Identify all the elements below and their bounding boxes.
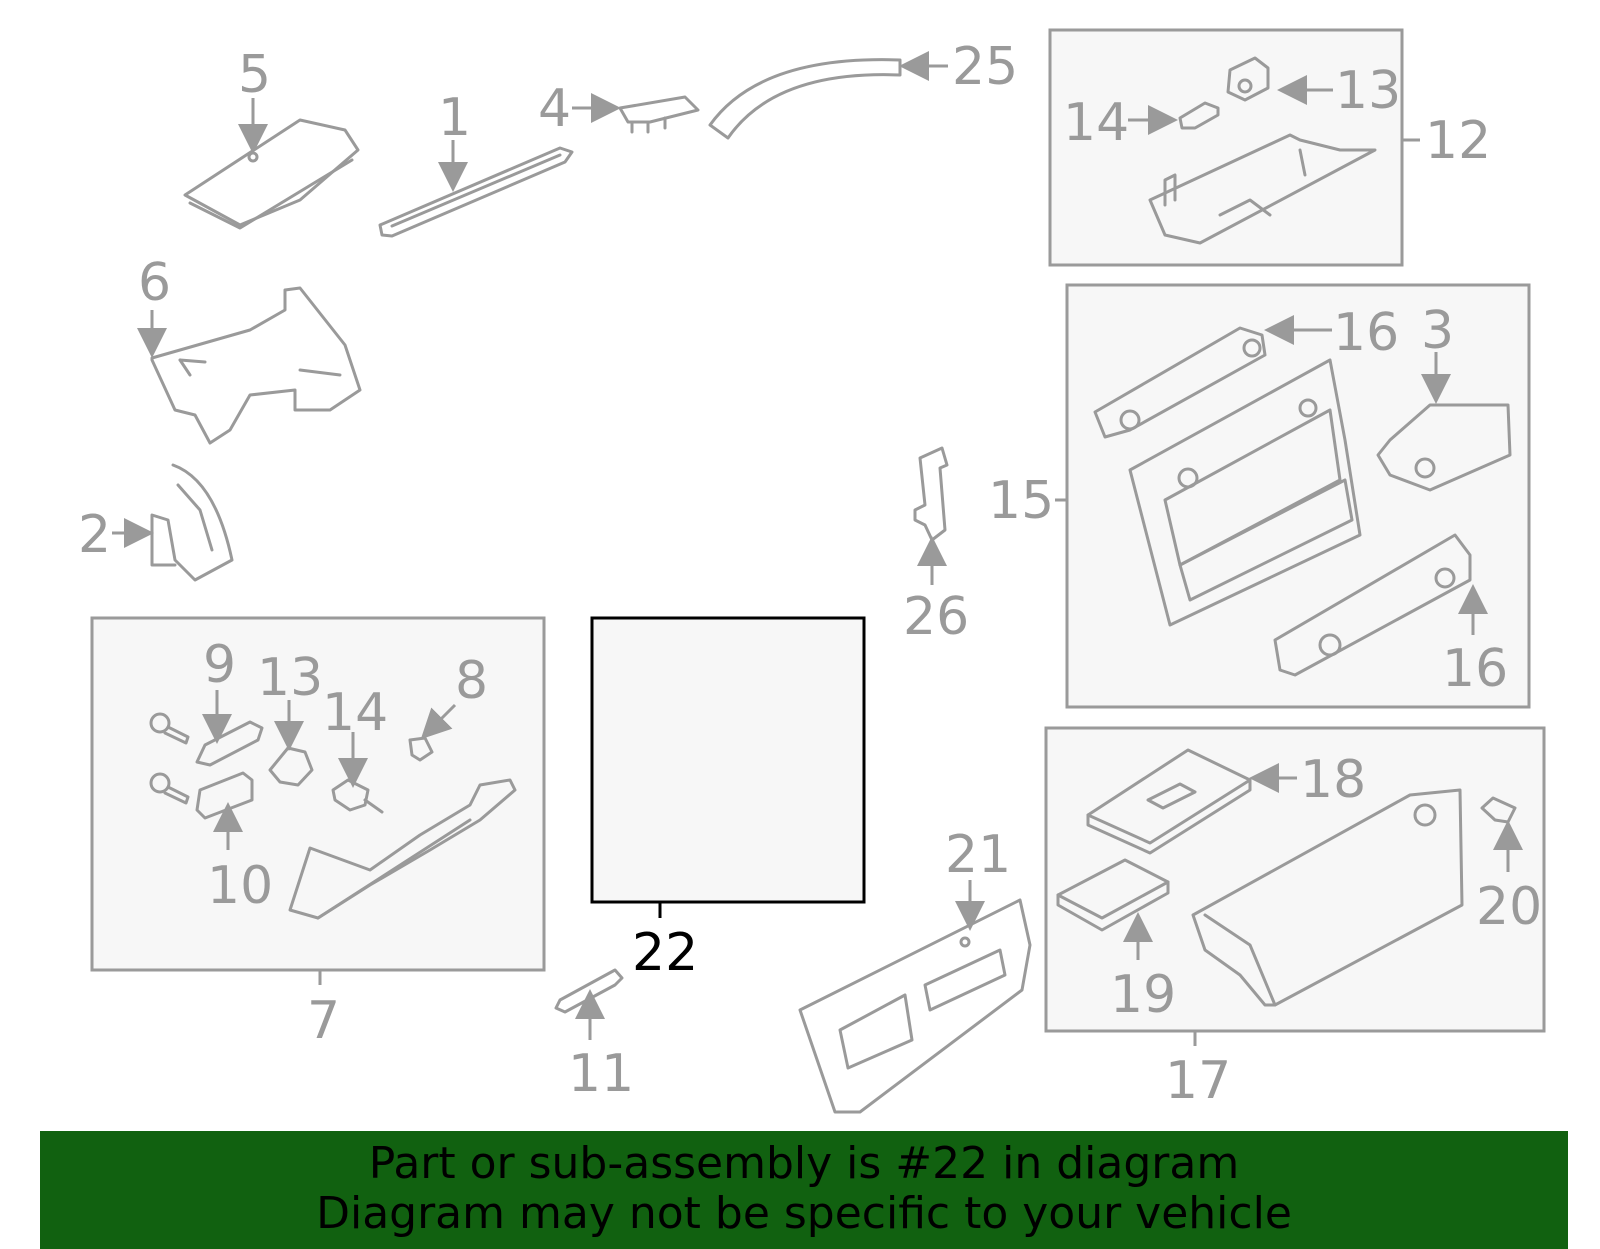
group-box-15: [1065, 283, 1531, 709]
part-7-screws: [149, 712, 190, 805]
part-13-switch: [1226, 56, 1270, 102]
callout-9: 9: [203, 635, 236, 695]
part-26-bracket: [913, 446, 949, 542]
part-21-console-panel: [798, 898, 1032, 1114]
callout-16-upper: 16: [1333, 303, 1399, 363]
callout-1: 1: [438, 88, 471, 148]
part-6-panel: [150, 286, 362, 445]
callout-14-upper: 14: [1063, 93, 1129, 153]
callout-5: 5: [238, 45, 271, 105]
part-4-clip: [618, 95, 700, 134]
part-22-box: [590, 616, 866, 904]
callout-6: 6: [138, 253, 171, 313]
callout-4: 4: [538, 79, 571, 139]
part-11-clip: [554, 968, 624, 1014]
part-3-vent: [1376, 403, 1512, 492]
callout-25: 25: [952, 37, 1018, 97]
part-25-arc-trim: [708, 58, 902, 140]
part-9-clip: [195, 720, 264, 767]
footer-line-1: Part or sub-assembly is #22 in diagram: [368, 1138, 1240, 1189]
part-7-glovebox: [288, 778, 517, 920]
callout-18: 18: [1300, 750, 1366, 810]
callout-10: 10: [207, 856, 273, 916]
callout-19: 19: [1110, 965, 1176, 1025]
part-12-bezel: [1148, 133, 1377, 245]
group-box-12: [1048, 28, 1404, 267]
footer-banner: Part or sub-assembly is #22 in diagram D…: [40, 1131, 1568, 1249]
part-20-pin: [1480, 796, 1517, 824]
callout-21: 21: [945, 825, 1011, 885]
part-5-cover: [183, 118, 360, 230]
callout-7: 7: [307, 991, 340, 1051]
part-16-upper-trim: [1093, 326, 1267, 439]
callout-12: 12: [1425, 111, 1491, 171]
callout-20: 20: [1476, 877, 1542, 937]
callout-15: 15: [988, 471, 1054, 531]
footer-line-2: Diagram may not be specific to your vehi…: [316, 1188, 1292, 1239]
part-2-vent: [150, 463, 234, 582]
part-17-console-box: [1191, 788, 1464, 1007]
callout-13-lower: 13: [257, 648, 323, 708]
callout-26: 26: [903, 587, 969, 647]
part-10-block: [195, 771, 254, 820]
part-15-bezel-frame: [1128, 358, 1362, 627]
callout-14-lower: 14: [322, 683, 388, 743]
parts-diagram: 5 1 4 25 6 2 13 14: [78, 28, 1546, 1114]
part-14-bulb: [1178, 101, 1220, 130]
callout-8: 8: [455, 651, 488, 711]
callout-13-upper: 13: [1335, 61, 1401, 121]
callout-3: 3: [1421, 301, 1454, 361]
callout-11: 11: [568, 1044, 634, 1104]
callout-2: 2: [78, 505, 111, 565]
callout-17: 17: [1165, 1051, 1231, 1111]
callout-16-lower: 16: [1442, 639, 1508, 699]
part-16-lower-trim: [1273, 533, 1472, 677]
part-1-trim-strip: [378, 146, 574, 238]
part-19-pad: [1056, 858, 1170, 932]
callout-22: 22: [632, 923, 698, 983]
